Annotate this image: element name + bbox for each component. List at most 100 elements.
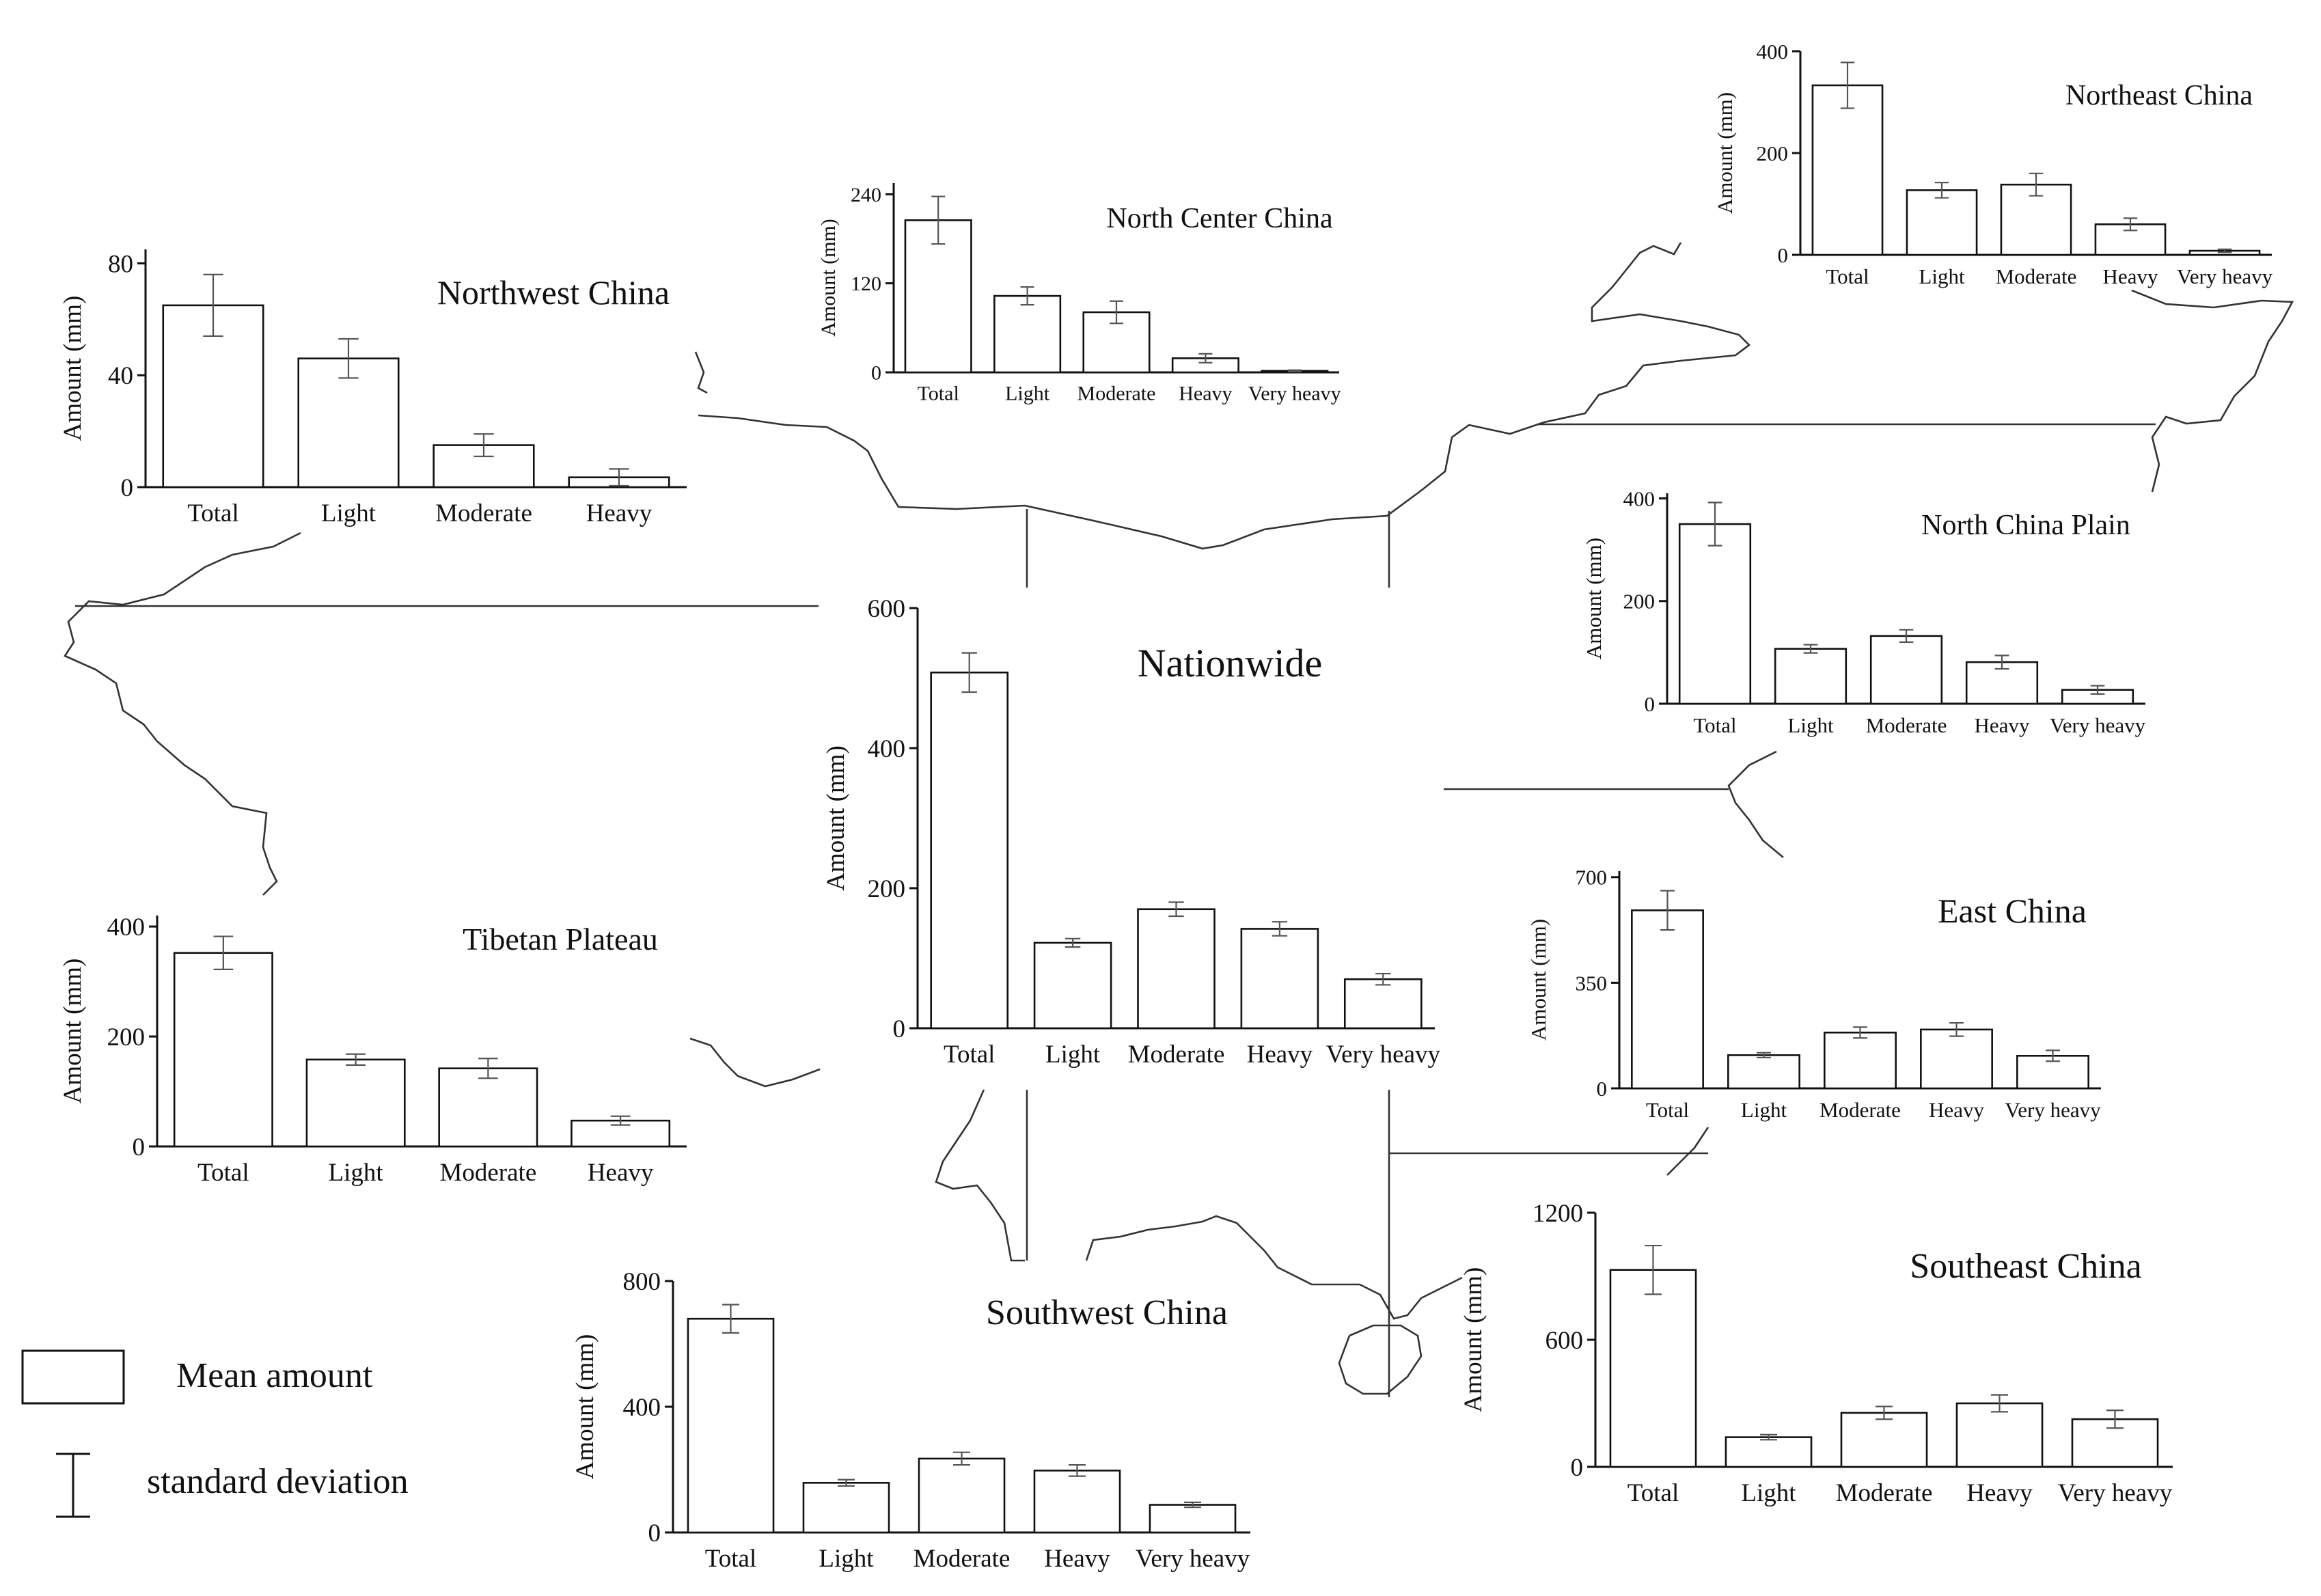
category-label: Light <box>1005 383 1050 405</box>
bar <box>1343 978 1423 1030</box>
error-bar <box>2029 172 2044 197</box>
error-bar <box>1660 890 1675 931</box>
category-label: Total <box>918 383 959 405</box>
y-tick-label: 0 <box>1645 692 1656 716</box>
y-tick-label: 200 <box>107 1023 146 1051</box>
bar <box>1869 635 1943 705</box>
legend-errorbar-label: standard deviation <box>147 1462 409 1501</box>
error-bar <box>1934 182 1949 199</box>
chart-title: North Center China <box>1106 203 1333 234</box>
category-label: Moderate <box>1866 713 1947 737</box>
error-bar <box>1759 1433 1778 1441</box>
bar <box>1774 648 1848 705</box>
category-label: Light <box>1919 264 1965 288</box>
error-bar <box>1990 1394 2009 1413</box>
error-bar <box>338 338 359 379</box>
error-bar <box>837 1478 855 1487</box>
error-bar <box>213 935 234 970</box>
bar <box>930 671 1009 1030</box>
legend-errorbar-swatch <box>56 1453 90 1518</box>
category-label: Total <box>1646 1098 1689 1122</box>
category-label: Heavy <box>1247 1041 1313 1069</box>
y-tick-label: 0 <box>1571 1454 1584 1482</box>
bar <box>305 1058 406 1148</box>
bar <box>1906 189 1978 256</box>
y-axis-label: Amount (mm) <box>59 296 87 441</box>
bar <box>918 1457 1006 1534</box>
y-tick-label: 0 <box>871 362 881 385</box>
y-tick-label: 240 <box>851 184 881 206</box>
bar <box>1725 1436 1813 1468</box>
category-label: Total <box>187 499 239 527</box>
category-label: Moderate <box>914 1545 1011 1573</box>
error-bar <box>1272 921 1288 937</box>
error-bar <box>1020 286 1034 306</box>
error-bar <box>609 468 629 487</box>
category-label: Heavy <box>1975 713 2030 737</box>
china-boundary-map <box>64 242 2294 1397</box>
y-tick-label: 400 <box>107 913 146 941</box>
y-tick-label: 200 <box>868 875 906 903</box>
category-label: Very heavy <box>1136 1545 1250 1573</box>
bar <box>1631 909 1704 1090</box>
y-tick-label: 600 <box>1546 1327 1584 1355</box>
category-label: Very heavy <box>2058 1479 2173 1507</box>
error-bar <box>722 1304 740 1334</box>
chart-title: Northeast China <box>2065 80 2253 111</box>
error-bar <box>1168 901 1184 918</box>
error-bar <box>1287 369 1302 373</box>
y-axis-label: Amount (mm) <box>571 1334 599 1480</box>
bar <box>1149 1504 1237 1534</box>
y-tick-label: 0 <box>648 1519 661 1547</box>
category-label: Moderate <box>439 1159 536 1187</box>
y-tick-label: 40 <box>108 362 133 390</box>
error-bar <box>478 1058 498 1079</box>
category-label: Total <box>197 1159 249 1187</box>
bar <box>297 357 400 489</box>
category-label: Total <box>944 1041 995 1069</box>
error-bar <box>2217 248 2232 253</box>
y-tick-label: 700 <box>1576 866 1608 890</box>
error-bar <box>1110 300 1123 325</box>
error-bar <box>2046 1049 2060 1062</box>
error-bar <box>1198 353 1213 363</box>
bar <box>1811 84 1884 256</box>
legend-bar-swatch <box>21 1349 125 1405</box>
y-axis-label: Amount (mm) <box>1713 92 1737 214</box>
category-label: Moderate <box>1836 1479 1933 1507</box>
error-bar <box>1707 501 1722 547</box>
category-label: Light <box>1741 1479 1796 1507</box>
error-bar <box>1375 972 1391 986</box>
error-bar <box>952 1451 971 1466</box>
category-label: Light <box>1045 1041 1101 1069</box>
category-label: Total <box>1693 713 1736 737</box>
y-axis-label: Amount (mm) <box>1526 919 1550 1041</box>
bar <box>1137 908 1216 1030</box>
bar <box>438 1067 538 1148</box>
y-tick-label: 400 <box>868 735 906 763</box>
y-axis-label: Amount (mm) <box>817 219 840 337</box>
category-label: Moderate <box>435 499 532 527</box>
error-bar <box>1065 937 1081 948</box>
category-label: Light <box>329 1159 384 1187</box>
error-bar <box>961 652 977 693</box>
category-label: Very heavy <box>1248 383 1341 405</box>
category-label: Total <box>705 1545 757 1573</box>
y-tick-label: 0 <box>1597 1077 1608 1101</box>
y-tick-label: 0 <box>121 474 134 502</box>
category-label: Light <box>321 499 376 527</box>
category-label: Heavy <box>2103 264 2158 288</box>
chart-title: Nationwide <box>1138 641 1323 685</box>
y-tick-label: 0 <box>133 1133 146 1161</box>
category-label: Very heavy <box>2005 1098 2101 1122</box>
bar <box>1082 311 1151 374</box>
category-label: Very heavy <box>2177 264 2273 288</box>
category-label: Light <box>1741 1098 1787 1122</box>
bar <box>687 1317 775 1534</box>
category-label: Heavy <box>586 499 653 527</box>
y-tick-label: 200 <box>1623 590 1656 614</box>
